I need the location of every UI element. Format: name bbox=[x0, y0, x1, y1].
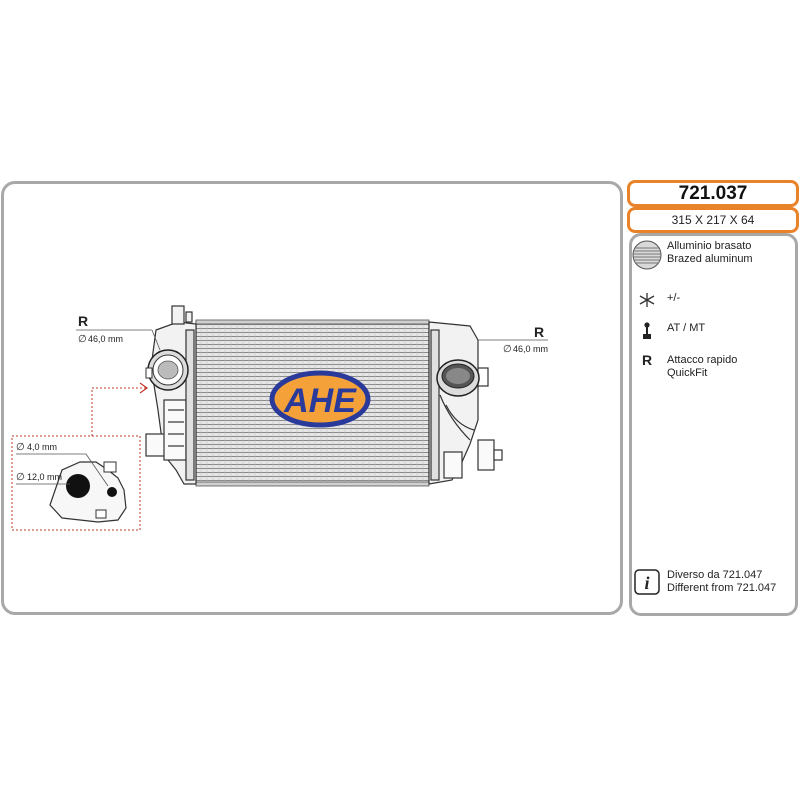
brand-text: AHE bbox=[283, 382, 357, 420]
brazed-aluminum-icon bbox=[632, 240, 662, 274]
small-hole-diameter-symbol: ∅ bbox=[16, 442, 25, 453]
info-icon: i bbox=[632, 569, 662, 599]
right-connector bbox=[436, 359, 480, 397]
snowflake-icon bbox=[632, 292, 662, 312]
right-diameter-symbol: ∅ bbox=[503, 344, 512, 355]
right-connector-letter: R bbox=[534, 324, 544, 340]
material-label-en: Brazed aluminum bbox=[667, 253, 753, 265]
left-connector-diameter: 46,0 mm bbox=[88, 334, 123, 344]
left-connector bbox=[145, 349, 189, 391]
features-panel bbox=[629, 233, 798, 616]
left-diameter-symbol: ∅ bbox=[78, 334, 87, 345]
note-line-en: Different from 721.047 bbox=[667, 582, 777, 594]
right-tank bbox=[428, 321, 503, 485]
part-number: 721.037 bbox=[627, 180, 799, 207]
transmission-label: AT / MT bbox=[667, 322, 706, 334]
large-hole-diameter-symbol: ∅ bbox=[16, 472, 25, 483]
climate-label: +/- bbox=[667, 292, 681, 304]
bracket-detail: ∅ 4,0 mm ∅ 12,0 mm bbox=[11, 435, 141, 531]
note-line-it: Diverso da 721.047 bbox=[667, 569, 763, 581]
material-label-it: Alluminio brasato bbox=[667, 240, 752, 252]
right-connector-callout: R ∅ 46,0 mm bbox=[478, 324, 548, 355]
quickfit-label-it: Attacco rapido bbox=[667, 354, 738, 366]
ahe-logo: AHE bbox=[269, 370, 371, 428]
letter-r-icon: R bbox=[641, 352, 653, 368]
detail-pointer bbox=[91, 382, 149, 436]
left-connector-callout: R ∅ 46,0 mm bbox=[76, 313, 161, 351]
right-connector-diameter: 46,0 mm bbox=[513, 344, 548, 354]
dimensions: 315 X 217 X 64 bbox=[627, 207, 799, 233]
small-hole-diameter: 4,0 mm bbox=[27, 442, 57, 452]
quickfit-label-en: QuickFit bbox=[667, 367, 708, 379]
left-connector-letter: R bbox=[78, 313, 88, 329]
gear-shift-icon bbox=[632, 322, 662, 344]
svg-text:i: i bbox=[644, 573, 649, 593]
large-hole-diameter: 12,0 mm bbox=[27, 472, 62, 482]
